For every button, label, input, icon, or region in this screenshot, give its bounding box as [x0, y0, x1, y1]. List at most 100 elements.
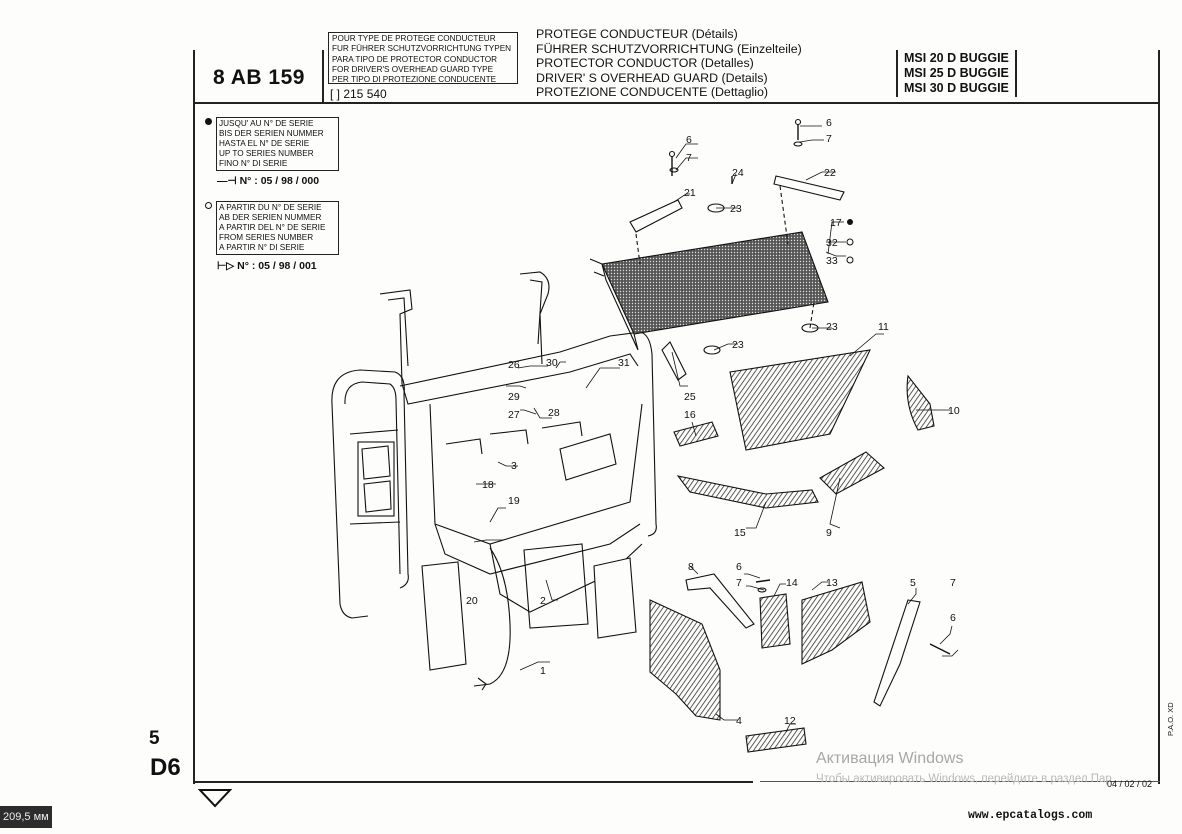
type-title-line: PARA TIPO DE PROTECTOR CONDUCTOR	[332, 54, 497, 64]
type-title-line: PER TIPO DI PROTEZIONE CONDUCENTE	[332, 75, 497, 85]
title-line-it: PROTEZIONE CONDUCENTE (Dettaglio)	[536, 85, 769, 100]
type-title-box: POUR TYPE DE PROTEGE CONDUCTEUR FUR FÜHR…	[328, 32, 518, 84]
callout-2: 2	[540, 595, 546, 607]
pad-16	[673, 421, 719, 447]
page-date: 04 / 02 / 02	[1107, 779, 1153, 789]
exploded-parts-diagram: 1 2 3 4 5 6 6 6 6 7 7 7 7 8 9 10 11 12 1…	[331, 117, 960, 753]
bracket-21	[629, 199, 683, 233]
callout-27: 27	[508, 409, 520, 421]
overhead-guard-panel	[589, 231, 829, 351]
filled-dot-icon	[847, 219, 853, 225]
callout-32: 32	[826, 237, 838, 249]
model-list: MSI 20 D BUGGIE MSI 25 D BUGGIE MSI 30 D…	[896, 50, 1017, 97]
down-arrow-icon[interactable]	[197, 788, 233, 815]
hollow-dot-icon	[846, 256, 854, 264]
callout-5: 5	[910, 577, 916, 589]
legend-line: HASTA EL N° DE SERIE	[219, 139, 310, 148]
model-item: MSI 20 D BUGGIE	[904, 51, 1009, 65]
panel-11	[729, 349, 871, 451]
legend-from-box: A PARTIR DU N° DE SERIE AB DER SERIEN NU…	[216, 201, 339, 255]
panel-15	[676, 475, 819, 509]
callout-31: 31	[618, 357, 630, 369]
model-item: MSI 30 D BUGGIE	[904, 81, 1009, 95]
legend-until-box: JUSQU' AU N° DE SERIE BIS DER SERIEN NUM…	[216, 117, 339, 171]
callout-19: 19	[508, 495, 520, 507]
zoom-badge: 209,5 мм	[0, 806, 52, 828]
serial-from-value: N° : 05 / 98 / 001	[237, 260, 317, 272]
pad-9	[819, 451, 885, 495]
frame-bottom-border	[193, 781, 753, 783]
callout-15: 15	[734, 527, 746, 539]
type-title-line: POUR TYPE DE PROTEGE CONDUCTEUR	[332, 34, 496, 43]
callout-6-c: 6	[736, 561, 742, 573]
callout-9: 9	[826, 527, 832, 539]
pad-14	[759, 593, 791, 649]
callout-30: 30	[546, 357, 558, 369]
callout-13: 13	[826, 577, 838, 589]
callout-23-a: 23	[730, 203, 742, 215]
pao-label: P.A.O. XD	[1166, 702, 1175, 736]
callout-7-b: 7	[826, 133, 832, 145]
serial-until: —⊣ N° : 05 / 98 / 000	[217, 175, 319, 187]
callout-10: 10	[948, 405, 960, 417]
callout-6-a: 6	[686, 134, 692, 146]
start-arrow-icon: ⊢▷	[217, 260, 235, 272]
frame-left-border	[193, 50, 195, 784]
callout-3: 3	[511, 460, 517, 472]
callout-4: 4	[736, 715, 742, 727]
reference-number: [ ] 215 540	[330, 87, 387, 101]
title-line-de: FÜHRER SCHUTZVORRICHTUNG (Einzelteile)	[536, 41, 802, 56]
section-code: D6	[150, 754, 181, 781]
model-item: MSI 25 D BUGGIE	[904, 66, 1009, 80]
callout-25: 25	[684, 391, 696, 403]
callout-26: 26	[508, 359, 520, 371]
bracket-22	[773, 175, 845, 201]
type-title-line: FUR FÜHRER SCHUTZVORRICHTUNG TYPEN	[332, 44, 512, 54]
filled-dot-icon	[205, 118, 212, 125]
callout-1: 1	[540, 665, 546, 677]
legend-line: FROM SERIES NUMBER	[219, 233, 314, 242]
callout-16: 16	[684, 409, 696, 421]
callout-6-d: 6	[950, 612, 956, 624]
legend-line: BIS DER SERIEN NUMMER	[219, 129, 324, 138]
frame-bottom-border-right	[760, 781, 1160, 782]
panel-4	[649, 599, 721, 721]
panel-10	[906, 374, 935, 431]
header-rule	[193, 102, 1160, 104]
callout-14: 14	[786, 577, 798, 589]
callout-8: 8	[688, 561, 694, 573]
callout-23-b: 23	[826, 321, 838, 333]
hollow-dot-icon	[205, 202, 212, 209]
callout-17: 17	[830, 217, 842, 229]
callout-29: 29	[508, 391, 520, 403]
legend-line: AB DER SERIEN NUMMER	[219, 213, 322, 222]
frame-right-border	[1158, 50, 1160, 784]
legend-line: FINO N° DI SERIE	[219, 159, 288, 168]
callout-7-a: 7	[686, 152, 692, 164]
cab-frame	[331, 271, 657, 691]
arm-8	[685, 573, 755, 629]
catalog-code: 8 AB 159	[213, 66, 305, 89]
page-title: PROTEGE CONDUCTEUR (Détails) FÜHRER SCHU…	[536, 27, 802, 100]
callout-21: 21	[684, 187, 696, 199]
callout-28: 28	[548, 407, 560, 419]
windows-activation-subtitle: Чтобы активировать Windows, перейдите в …	[816, 773, 1112, 785]
callout-23-c: 23	[732, 339, 744, 351]
callout-18: 18	[482, 479, 494, 491]
serial-from: ⊢▷ N° : 05 / 98 / 001	[217, 260, 317, 272]
callout-11: 11	[878, 321, 889, 333]
callout-12: 12	[784, 715, 796, 727]
callout-24: 24	[732, 167, 744, 179]
website-link[interactable]: www.epcatalogs.com	[968, 809, 1093, 822]
callout-7-d: 7	[950, 577, 956, 589]
legend-line: A PARTIR N° DI SERIE	[219, 243, 305, 252]
hollow-dot-icon	[846, 238, 854, 246]
title-line-fr: PROTEGE CONDUCTEUR (Détails)	[536, 27, 738, 41]
windows-activation-watermark: Активация Windows	[816, 750, 964, 767]
legend-line: A PARTIR DU N° DE SERIE	[219, 203, 322, 212]
callout-33: 33	[826, 255, 838, 267]
header-separator	[322, 50, 324, 104]
section-number: 5	[149, 728, 160, 749]
legend-line: JUSQU' AU N° DE SERIE	[219, 119, 314, 128]
title-line-en: DRIVER' S OVERHEAD GUARD (Details)	[536, 70, 768, 85]
